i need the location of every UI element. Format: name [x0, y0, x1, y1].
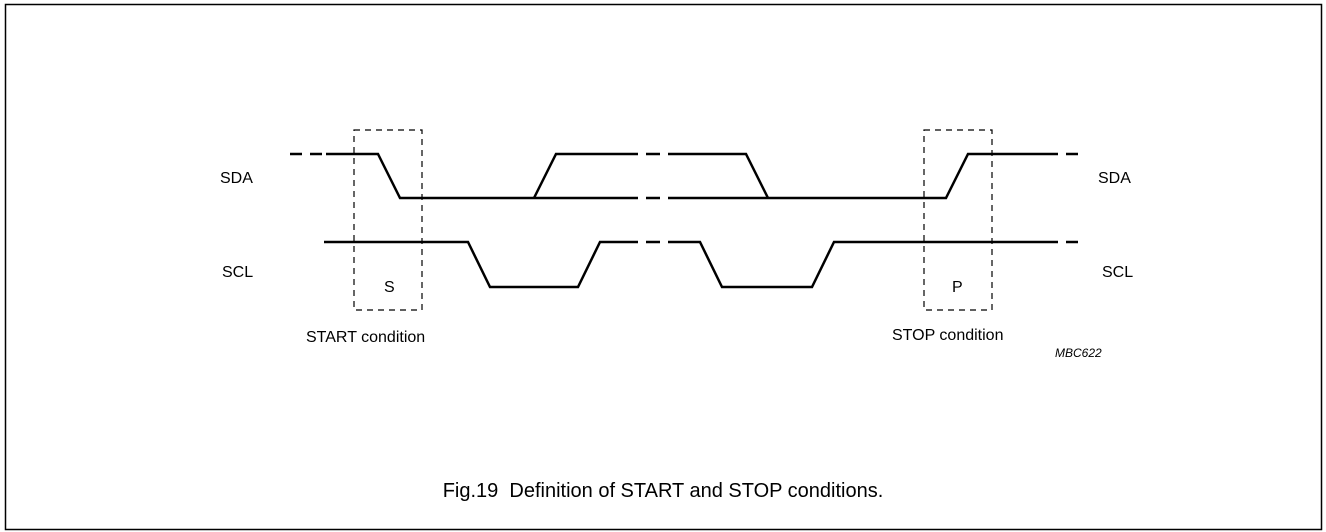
sda-label-left: SDA [220, 170, 253, 187]
stop-symbol-label: P [952, 279, 963, 296]
sda-data-upper-left [532, 152, 624, 199]
scl-label-left: SCL [222, 264, 253, 281]
sda-data-upper-right [682, 152, 770, 199]
figure-code-label: MBC622 [1055, 346, 1102, 360]
scl-first-segment [324, 240, 624, 289]
scl-second-segment [682, 240, 1046, 289]
sda-start-segment [326, 152, 624, 200]
stop-condition-label: STOP condition [892, 327, 1003, 344]
start-symbol-label: S [384, 279, 395, 296]
sda-waveform [290, 152, 1082, 200]
start-condition-box [353, 129, 423, 311]
start-condition-label: START condition [306, 329, 425, 346]
sda-stop-segment [682, 152, 1046, 200]
sda-label-right: SDA [1098, 170, 1131, 187]
scl-label-right: SCL [1102, 264, 1133, 281]
scl-waveform [324, 240, 1082, 289]
figure-border [4, 3, 1323, 531]
figure-caption: Fig.19 Definition of START and STOP cond… [443, 480, 884, 502]
stop-condition-box [923, 129, 993, 311]
